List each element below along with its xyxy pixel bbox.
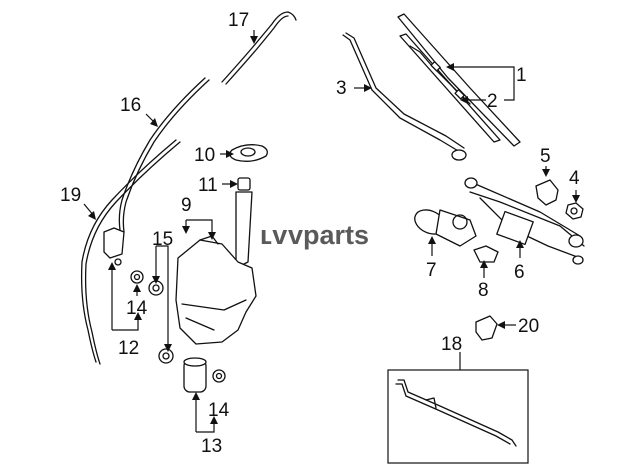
washer-hose-16 (118, 77, 210, 233)
wiper-arm-3 (342, 32, 467, 161)
callout-16: 16 (120, 95, 141, 116)
washer-nozzle-12 (103, 227, 125, 266)
washer-reservoir-9 (175, 235, 257, 345)
callout-14-upper: 14 (126, 298, 148, 319)
filler-neck-11 (235, 177, 253, 269)
callout-7: 7 (426, 260, 437, 281)
callout-18: 18 (441, 334, 462, 355)
callout-labels: 1 2 3 4 5 6 7 8 9 10 11 12 13 14 14 15 1… (60, 10, 580, 457)
callout-3: 3 (336, 78, 347, 99)
pivot-cap-5 (535, 179, 559, 206)
callout-11: 11 (198, 175, 218, 196)
grommet-14-lower (212, 369, 226, 383)
wiper-linkage-6 (464, 177, 585, 265)
callout-2: 2 (487, 91, 498, 112)
callout-6: 6 (514, 262, 525, 283)
callout-15: 15 (152, 229, 173, 250)
callout-20: 20 (518, 316, 539, 337)
callout-13: 13 (201, 436, 222, 457)
arrowheads (88, 36, 580, 424)
grommet-14-upper (130, 270, 144, 284)
callout-17: 17 (228, 10, 249, 31)
wiper-motor-7 (414, 209, 477, 247)
washer-hose-17 (221, 11, 297, 85)
washer-hose-19 (80, 139, 181, 365)
callout-12: 12 (118, 338, 139, 359)
callout-4: 4 (569, 168, 580, 189)
lvparts-logo: ʟv vparts (260, 220, 369, 250)
grommet-15-lower (158, 348, 174, 364)
wiper-blade-1 (397, 13, 521, 147)
callout-8: 8 (478, 280, 489, 301)
nut-4 (565, 202, 584, 220)
callout-10: 10 (194, 145, 215, 166)
logo-text: vparts (288, 220, 369, 250)
inset-box-18 (387, 369, 529, 464)
callout-5: 5 (540, 146, 551, 167)
callout-1: 1 (516, 65, 527, 86)
bracket-8 (473, 245, 499, 263)
washer-nozzle-20 (475, 315, 498, 341)
logo-prefix: ʟv (260, 220, 287, 250)
callout-19: 19 (60, 185, 81, 206)
reservoir-cap-10 (229, 144, 268, 162)
callout-9: 9 (181, 195, 192, 216)
washer-pump-13 (183, 357, 207, 393)
callout-14-lower: 14 (208, 400, 230, 421)
